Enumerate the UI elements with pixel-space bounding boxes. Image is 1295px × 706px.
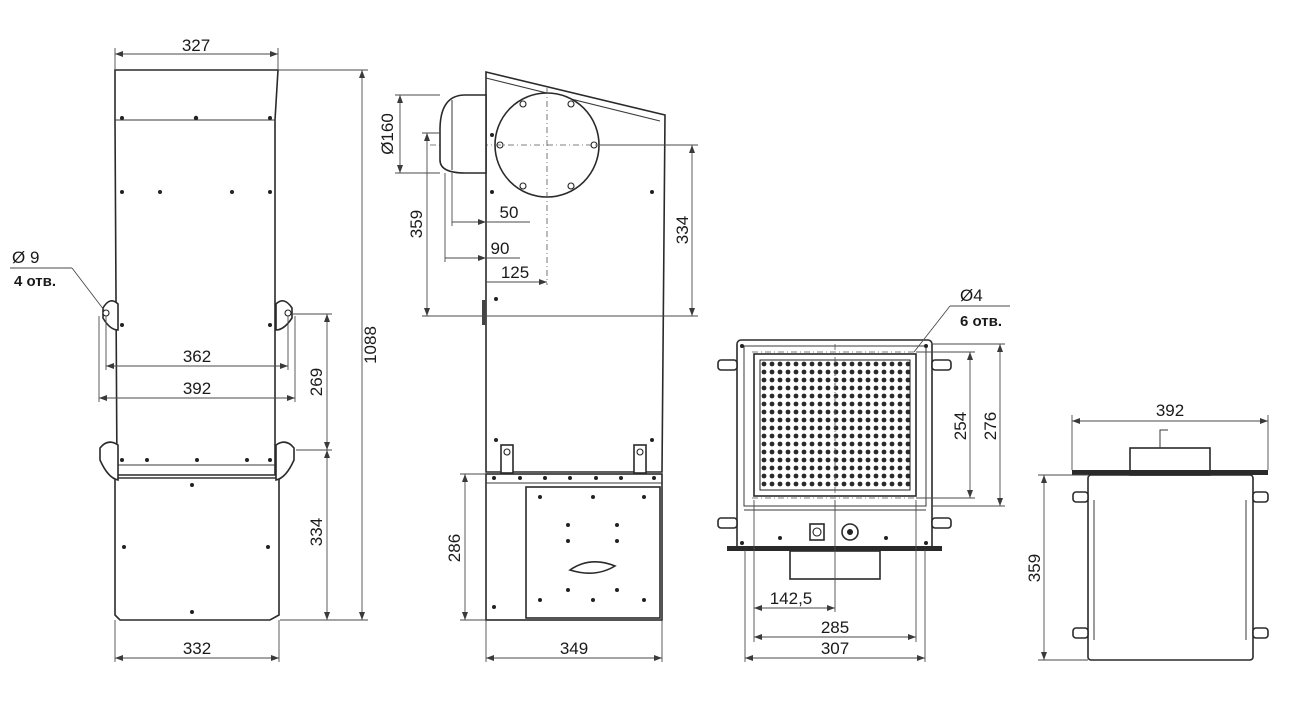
dim-grille-height: 254: [951, 412, 970, 440]
dim-grille-spout-offset: 142,5: [770, 589, 813, 608]
dim-side-duct-diameter: Ø160: [378, 113, 397, 155]
dim-side-base-width: 349: [560, 639, 588, 658]
dim-front-top-width: 327: [182, 36, 210, 55]
dim-side-offset-50: 50: [500, 203, 519, 222]
grille-hole-count-callout: 6 отв.: [960, 313, 1002, 330]
front-upper-body: [114, 69, 279, 476]
dim-front-mount-outer: 392: [183, 379, 211, 398]
front-view: 327 1088 Ø 9 4 отв. 362 392 269: [10, 36, 380, 662]
front-right-latch: [275, 441, 295, 481]
top-mount-tabs: [1072, 491, 1269, 639]
dim-side-upper-height: 334: [673, 216, 692, 244]
dim-side-offset-90: 90: [491, 239, 510, 258]
front-hole-diameter-callout: Ø 9: [12, 248, 39, 267]
dim-top-depth: 359: [1025, 554, 1044, 582]
dim-front-mount-inner: 362: [183, 347, 211, 366]
front-left-latch: [99, 441, 119, 481]
side-lower-panel: [525, 486, 661, 619]
mount-hole: [284, 309, 292, 317]
top-view: 392 359: [1025, 401, 1269, 661]
front-screws: [120, 115, 272, 614]
top-body: [1087, 474, 1254, 661]
grille-mount-tabs: [717, 359, 952, 529]
dim-grille-frame-height: 276: [981, 412, 1000, 440]
side-latches: [500, 444, 647, 474]
grille-hole-diameter-callout: Ø4: [960, 286, 983, 305]
dim-front-mount-height: 269: [307, 368, 326, 396]
mount-hole: [102, 309, 110, 317]
dim-top-width: 392: [1156, 401, 1184, 420]
dim-grille-outer-width: 307: [821, 639, 849, 658]
dim-side-lower-height: 286: [445, 534, 464, 562]
dim-grille-inner-width: 285: [821, 618, 849, 637]
side-duct-stub: [439, 94, 487, 174]
side-panel-handle: [568, 561, 617, 574]
front-hole-count-callout: 4 отв.: [14, 273, 56, 290]
dim-front-total-height: 1088: [361, 326, 380, 364]
grille-view: Ø4 6 отв. 254 276 142,5 285: [717, 286, 1010, 662]
grille-controls: [809, 523, 859, 541]
dim-side-offset-125: 125: [501, 263, 529, 282]
side-lower-screws: [492, 476, 656, 609]
dim-front-bottom-width: 332: [183, 639, 211, 658]
side-view: Ø160 359 50 90 125 334 286: [378, 70, 698, 662]
dim-front-lower-height: 334: [307, 518, 326, 546]
dim-side-duct-height: 359: [407, 210, 426, 238]
front-lower-body: [114, 477, 280, 621]
